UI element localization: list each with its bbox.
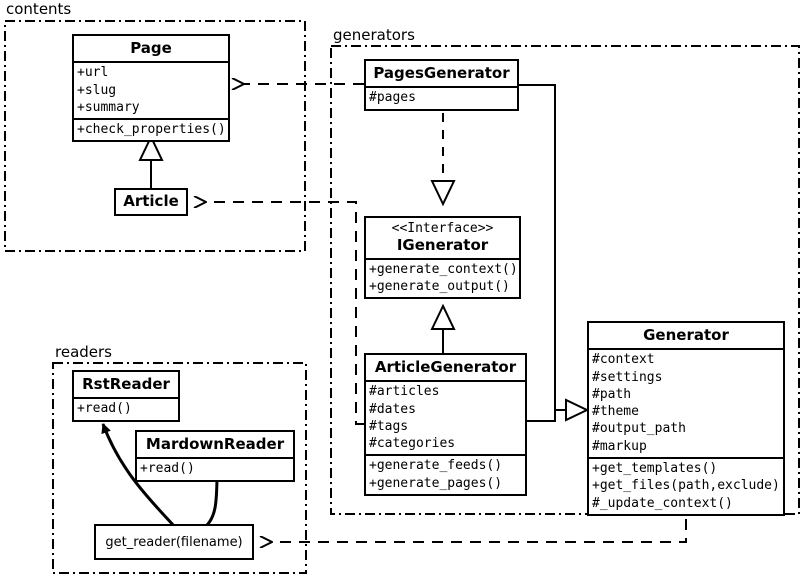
class-attributes-generator: #context #settings #path #theme #output_… — [589, 348, 783, 457]
class-stereotype-igenerator: <<Interface>> — [391, 221, 494, 236]
attribute-item: #path — [592, 386, 632, 402]
class-box-article[interactable]: Article — [114, 188, 188, 216]
class-title-igenerator: <<Interface>> IGenerator — [366, 218, 519, 258]
class-methods-rstreader: +read() — [74, 397, 178, 419]
connector-pagesgenerator-implements-igenerator — [430, 113, 456, 207]
class-methods-page: +check_properties() — [74, 118, 228, 140]
class-box-pagesgenerator[interactable]: PagesGenerator #pages — [364, 59, 519, 111]
connector-article-inherits-page — [138, 134, 164, 189]
class-box-mardownreader[interactable]: MardownReader +read() — [135, 430, 295, 482]
class-box-articlegenerator[interactable]: ArticleGenerator #articles #dates #tags … — [364, 353, 527, 496]
class-title-mardownreader: MardownReader — [145, 435, 285, 453]
connector-articlegenerator-implements-igenerator — [430, 303, 456, 355]
connector-articlegenerator-extends-generator — [527, 410, 556, 422]
class-box-igenerator[interactable]: <<Interface>> IGenerator +generate_conte… — [364, 216, 521, 300]
package-label-readers: readers — [53, 343, 114, 361]
class-box-rstreader[interactable]: RstReader +read() — [72, 370, 180, 422]
method-item: +read() — [77, 401, 132, 417]
class-title-rstreader: RstReader — [82, 375, 170, 393]
attribute-item: +slug — [77, 82, 117, 98]
method-item: +generate_pages() — [369, 475, 503, 491]
class-attributes-articlegenerator: #articles #dates #tags #categories — [366, 380, 525, 454]
class-title-articlegenerator: ArticleGenerator — [374, 358, 517, 376]
attribute-item: #articles — [369, 384, 440, 400]
attribute-item: #tags — [369, 418, 409, 434]
function-box-get-reader[interactable]: get_reader(filename) — [94, 524, 254, 560]
class-methods-mardownreader: +read() — [137, 457, 293, 479]
attribute-item: #dates — [369, 401, 416, 417]
method-item: +generate_output() — [369, 279, 510, 295]
class-title-generator: Generator — [643, 326, 729, 344]
connector-articlegenerator-uses-article — [206, 202, 364, 425]
class-title-page: Page — [130, 39, 172, 57]
class-title-article: Article — [123, 192, 179, 210]
attribute-item: +url — [77, 65, 109, 81]
class-methods-articlegenerator: +generate_feeds() +generate_pages() — [366, 454, 525, 494]
class-title-pagesgenerator: PagesGenerator — [373, 64, 510, 82]
attribute-item: #output_path — [592, 421, 686, 437]
class-attributes-pagesgenerator: #pages — [366, 86, 517, 108]
class-methods-igenerator: +generate_context() +generate_output() — [366, 257, 519, 298]
package-label-contents: contents — [4, 0, 74, 18]
attribute-item: #context — [592, 352, 655, 368]
attribute-item: +summary — [77, 99, 140, 115]
method-item: #_update_context() — [592, 495, 733, 511]
package-label-generators: generators — [331, 26, 417, 44]
class-name-igenerator: IGenerator — [396, 235, 489, 254]
class-methods-generator: +get_templates() +get_files(path,exclude… — [589, 456, 783, 514]
class-box-generator[interactable]: Generator #context #settings #path #them… — [587, 321, 785, 516]
attribute-item: #markup — [592, 438, 647, 454]
attribute-item: #categories — [369, 436, 456, 452]
attribute-item: #pages — [369, 90, 416, 106]
method-item: +generate_context() — [369, 261, 518, 277]
connector-pagesgenerator-extends-generator — [519, 84, 590, 422]
method-item: +get_templates() — [592, 460, 718, 476]
class-box-page[interactable]: Page +url +slug +summary +check_properti… — [72, 34, 230, 143]
attribute-item: #theme — [592, 404, 639, 420]
class-attributes-page: +url +slug +summary — [74, 61, 228, 118]
attribute-item: #settings — [592, 369, 663, 385]
method-item: +generate_feeds() — [369, 458, 503, 474]
method-item: +get_files(path,exclude) — [592, 478, 780, 494]
method-item: +read() — [140, 461, 195, 477]
method-item: +check_properties() — [77, 122, 226, 138]
